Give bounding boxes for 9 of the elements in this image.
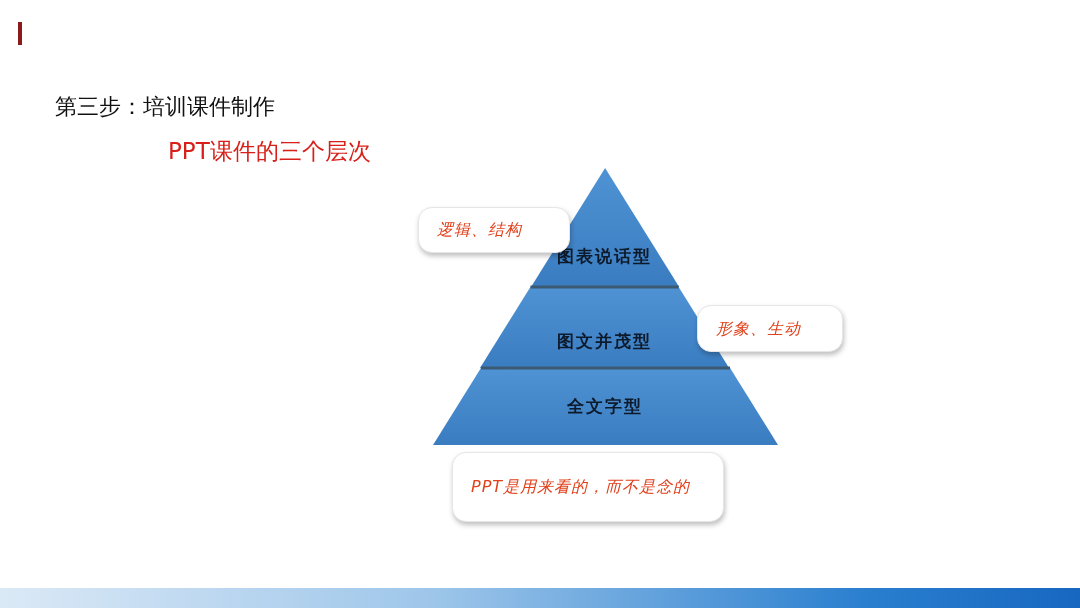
- tier-label: 全文字型: [567, 395, 643, 418]
- tier-label: 图文并茂型: [557, 330, 653, 353]
- callout-box: [452, 452, 724, 522]
- slide-title: 第三步：培训课件制作: [55, 93, 275, 121]
- callout-text: PPT是用来看的，而不是念的: [471, 476, 691, 498]
- callout-text: 形象、生动: [716, 317, 801, 340]
- callout-box: [697, 305, 843, 352]
- subtitle: PPT课件的三个层次: [168, 137, 371, 166]
- callout-text: 逻辑、结构: [437, 219, 522, 241]
